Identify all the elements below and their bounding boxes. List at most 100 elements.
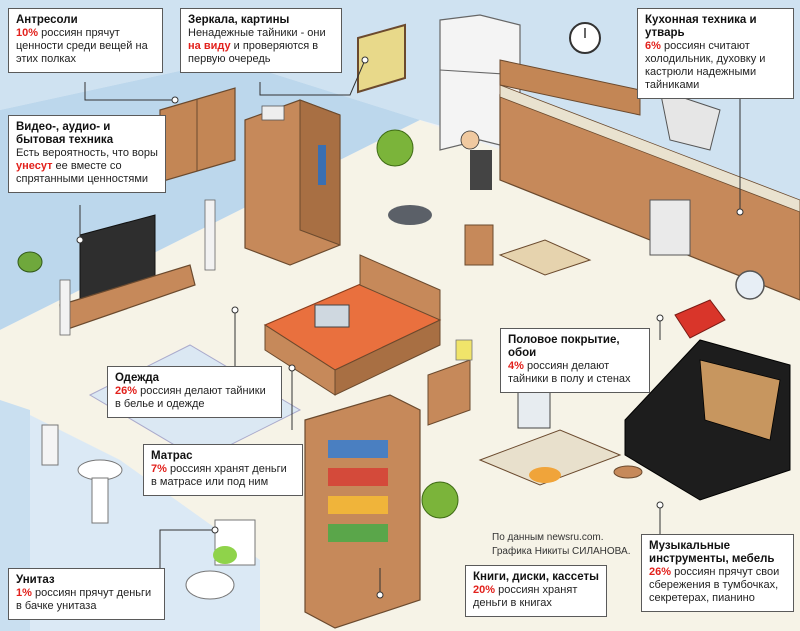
dot-books: [376, 591, 384, 599]
toolbox: [674, 299, 726, 339]
dot-unitaz: [211, 526, 219, 534]
credit-source: По данным newsru.com.: [492, 532, 604, 543]
callout-percent: 26%: [649, 566, 672, 578]
kitchen-upper-cabinets: [499, 59, 641, 116]
callout-matras: Матрас 7% россиян хранят деньги в матрас…: [143, 444, 303, 496]
callout-title: Матрас: [151, 450, 193, 462]
range-hood: [659, 89, 721, 151]
dining-table: [498, 239, 592, 276]
callout-text: россиян делают тайники в полу и стенах: [508, 360, 631, 385]
dot-zerkala: [361, 56, 369, 64]
callout-title: Книги, диски, кассеты: [473, 571, 599, 583]
dot-music: [656, 501, 664, 509]
leader-dots: [76, 56, 744, 599]
dot-video: [76, 236, 84, 244]
callout-text: ее вместе со спрятанными ценностями: [16, 160, 149, 185]
credit-author: Графика Никиты СИЛАНОВА.: [492, 546, 631, 557]
wall-picture: [357, 23, 406, 94]
bed-headboard: [359, 254, 441, 321]
callout-percent: 7%: [151, 463, 167, 475]
oven: [649, 199, 691, 256]
jeans: [318, 145, 326, 185]
callout-floor: Половое покрытие, обои 4% россиян делают…: [500, 328, 650, 393]
toilet: [185, 570, 235, 600]
piano-stool: [613, 465, 643, 479]
laptop: [314, 304, 350, 328]
leader-antresoli: [84, 82, 175, 101]
callout-title: Музыкальные инструменты, мебель: [649, 540, 775, 565]
person-head: [460, 130, 480, 150]
books-row-4: [328, 524, 388, 542]
callout-percent: 10%: [16, 27, 39, 39]
sink: [77, 459, 123, 481]
countertop: [499, 84, 800, 213]
callout-percent: 6%: [645, 40, 661, 52]
callout-percent: 1%: [16, 587, 32, 599]
box-on-wardrobe: [261, 105, 285, 121]
desk: [478, 429, 622, 486]
callout-antresoli: Антресоли 10% россиян прячут ценности ср…: [8, 8, 163, 73]
callout-text: Есть вероятность, что воры: [16, 147, 158, 159]
callout-percent: 4%: [508, 360, 524, 372]
nightstand: [427, 359, 471, 426]
desk-chair: [529, 467, 561, 483]
books-row-1: [328, 440, 388, 458]
callout-highlight: на виду: [188, 40, 231, 52]
leader-lines: [79, 59, 741, 595]
callout-text: и проверяются в первую очередь: [188, 40, 319, 65]
person: [470, 150, 492, 190]
callout-title: Одежда: [115, 372, 160, 384]
washing-machine: [735, 270, 765, 300]
callout-text: россиян прячут свои сбережения в тумбочк…: [649, 566, 780, 604]
bed-frame-side: [334, 319, 441, 396]
dot-odezhda: [231, 306, 239, 314]
cat: [388, 205, 432, 225]
chair: [464, 224, 494, 266]
callout-highlight: унесут: [16, 160, 53, 172]
dot-matras: [288, 364, 296, 372]
callout-percent: 20%: [473, 584, 496, 596]
callout-text: россиян хранят деньги в книгах: [473, 584, 578, 609]
callout-text: россиян прячут деньги в бачке унитаза: [16, 587, 152, 612]
books-row-2: [328, 468, 388, 486]
callout-title: Видео-, аудио- и бытовая техника: [16, 121, 114, 146]
callout-text: россиян прячут ценности среди вещей на э…: [16, 27, 148, 65]
callout-unitaz: Унитаз 1% россиян прячут деньги в бачке …: [8, 568, 165, 620]
callout-video: Видео-, аудио- и бытовая техника Есть ве…: [8, 115, 166, 193]
dot-floor: [656, 314, 664, 322]
speaker-right: [204, 199, 216, 271]
callout-title: Антресоли: [16, 14, 78, 26]
lamp: [455, 339, 473, 361]
sink-pedestal: [91, 477, 109, 524]
dot-kitchen: [736, 208, 744, 216]
callout-percent: 26%: [115, 385, 138, 397]
books-row-3: [328, 496, 388, 514]
callout-odezhda: Одежда 26% россиян делают тайники в бель…: [107, 366, 282, 418]
callout-books: Книги, диски, кассеты 20% россиян хранят…: [465, 565, 607, 617]
monitor: [517, 391, 551, 429]
towel: [41, 424, 59, 466]
leader-zerkala: [259, 59, 366, 96]
guitar: [17, 251, 43, 273]
callout-kitchen: Кухонная техника и утварь 6% россиян счи…: [637, 8, 794, 99]
callout-music: Музыкальные инструменты, мебель 26% росс…: [641, 534, 794, 612]
callout-title: Половое покрытие, обои: [508, 334, 620, 359]
callout-text: Ненадежные тайники - они: [188, 27, 326, 39]
plant: [376, 129, 414, 167]
toilet-seat: [213, 546, 237, 564]
floor: [0, 120, 800, 631]
callout-title: Унитаз: [16, 574, 55, 586]
callout-text: россиян делают тайники в белье и одежде: [115, 385, 266, 410]
piano-strings: [699, 359, 781, 441]
callout-text: россиян считают холодильник, духовку и к…: [645, 40, 766, 91]
callout-zerkala: Зеркала, картины Ненадежные тайники - он…: [180, 8, 342, 73]
dot-antresoli: [171, 96, 179, 104]
callout-text: россиян хранят деньги в матрасе или под …: [151, 463, 287, 488]
callout-title: Зеркала, картины: [188, 14, 290, 26]
leader-unitaz: [159, 529, 215, 570]
speaker-left: [59, 279, 71, 336]
callout-title: Кухонная техника и утварь: [645, 14, 757, 39]
plant-2: [421, 481, 459, 519]
credit: По данным newsru.com. Графика Никиты СИЛ…: [492, 531, 632, 559]
